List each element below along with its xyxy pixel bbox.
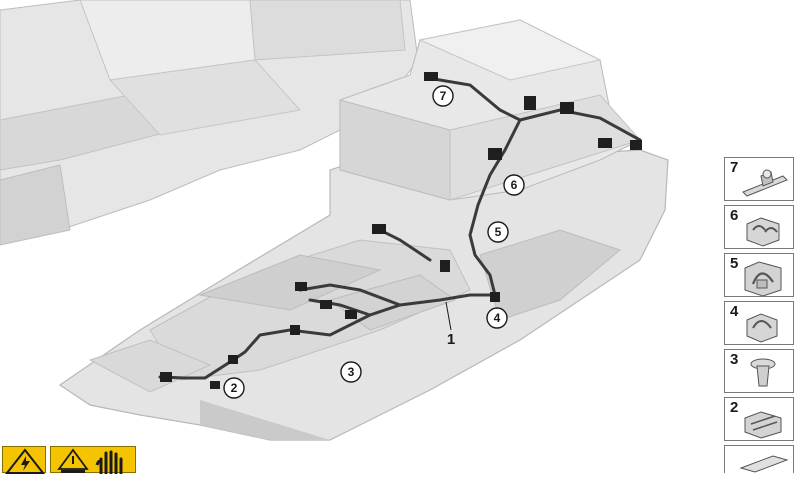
legend-number: 2 xyxy=(730,399,739,416)
harness-connectors xyxy=(160,72,642,389)
callout-5: 5 xyxy=(487,221,509,243)
callout-6: 6 xyxy=(503,174,525,196)
cable-holder-icon xyxy=(746,313,778,343)
legend-number: 3 xyxy=(730,351,739,368)
protective-gloves-icon xyxy=(95,450,123,474)
legend-item-7[interactable]: 7 xyxy=(724,157,794,201)
expanding-rivet-icon xyxy=(750,358,776,387)
wiring-harness xyxy=(158,76,642,380)
double-cable-holder-icon xyxy=(746,217,780,247)
battery-module-upper-right xyxy=(339,19,641,201)
legend-item-5[interactable]: 5 xyxy=(724,253,794,297)
legend-number: 6 xyxy=(730,207,739,224)
safety-instructions-box xyxy=(50,446,136,474)
legend-item-2[interactable]: 2 xyxy=(724,397,794,441)
callout-2-number: 2 xyxy=(231,381,238,395)
legend-item-4[interactable]: 4 xyxy=(724,301,794,345)
legend-number: 4 xyxy=(730,303,739,320)
flat-part-icon xyxy=(739,455,789,473)
high-voltage-warning-icon xyxy=(4,448,46,474)
battery-module-upper xyxy=(0,0,419,246)
legend-number: 5 xyxy=(730,255,739,272)
legend-number: 7 xyxy=(730,159,739,176)
callout-5-number: 5 xyxy=(495,225,502,239)
legend-item-partial xyxy=(724,445,794,473)
cable-holder-large-icon xyxy=(744,261,782,296)
legend-item-3[interactable]: 3 xyxy=(724,349,794,393)
callout-4-number: 4 xyxy=(494,311,501,325)
callout-2: 2 xyxy=(223,377,245,399)
callout-7-number: 7 xyxy=(440,89,447,103)
cable-holder-clip-icon xyxy=(744,411,782,439)
exploded-parts-diagram: 7 6 5 4 3 2 1 xyxy=(0,0,669,441)
callout-4: 4 xyxy=(486,307,508,329)
callout-3-number: 3 xyxy=(348,365,355,379)
callout-3: 3 xyxy=(340,361,362,383)
leader-line-1 xyxy=(445,301,452,331)
callout-6-number: 6 xyxy=(511,178,518,192)
cable-clip-flat-icon xyxy=(742,169,788,197)
parts-legend: 7 6 5 4 3 xyxy=(724,157,796,473)
legend-item-6[interactable]: 6 xyxy=(724,205,794,249)
high-voltage-warning-box xyxy=(2,446,46,474)
warning-labels xyxy=(2,446,136,474)
callout-1-number: 1 xyxy=(447,331,455,348)
manual-warning-icon xyxy=(57,448,89,473)
callout-7: 7 xyxy=(432,85,454,107)
